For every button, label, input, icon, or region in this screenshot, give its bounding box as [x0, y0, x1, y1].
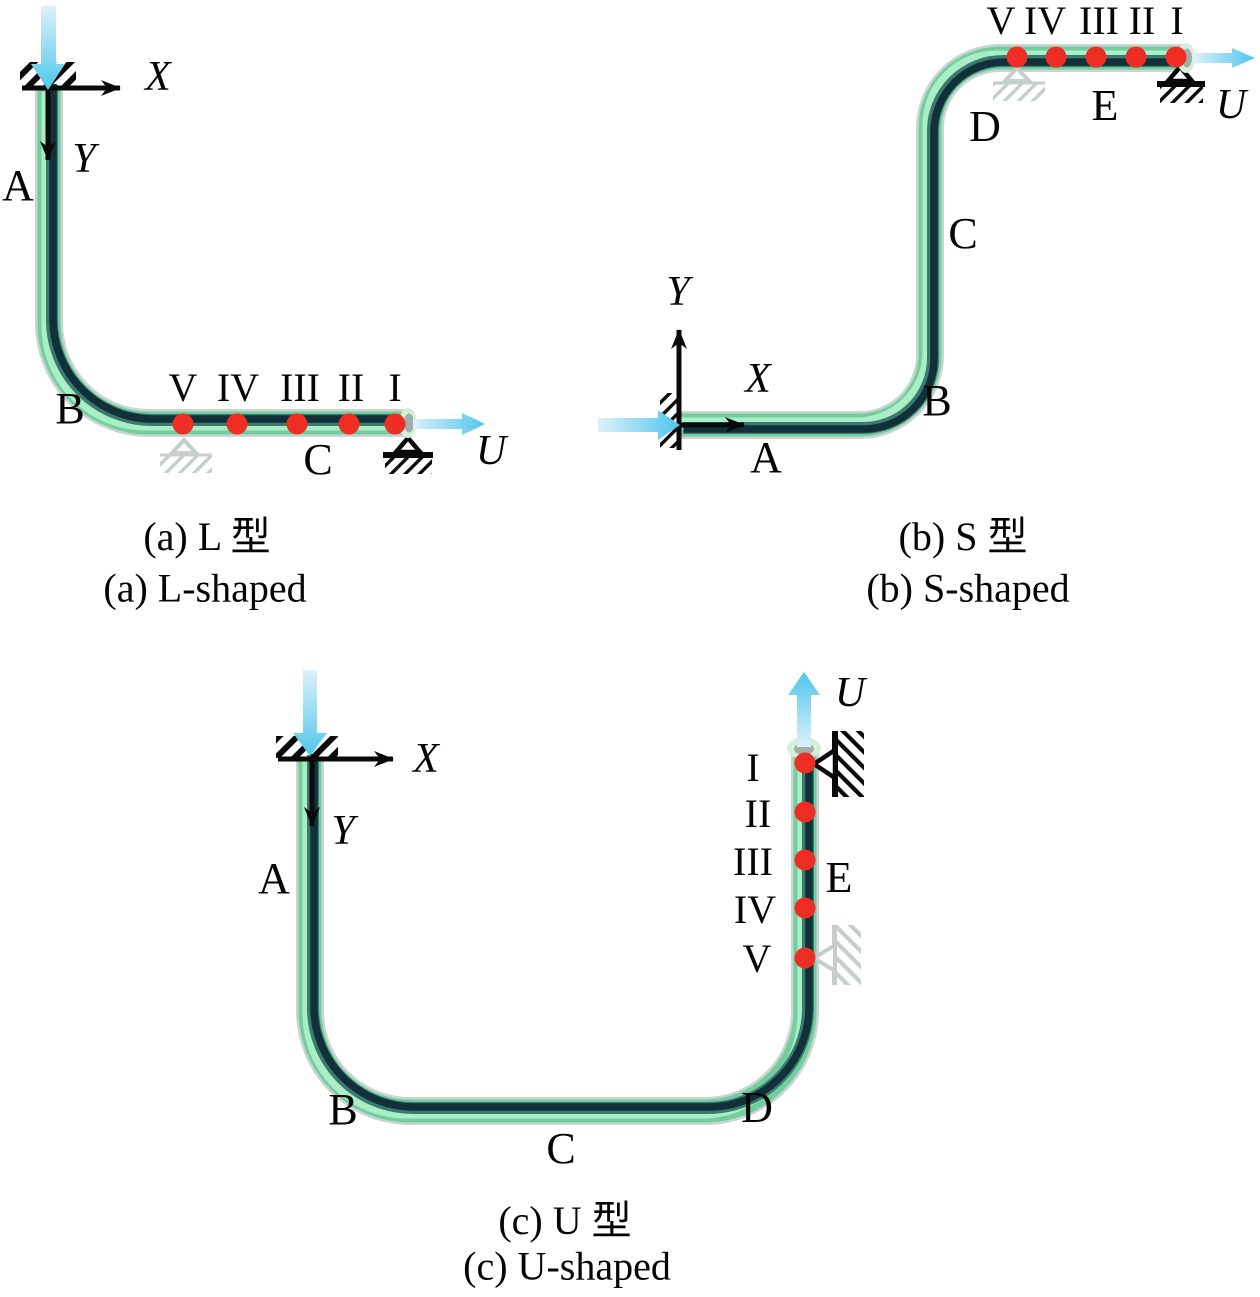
panel-b-point-label-II: II: [1129, 0, 1156, 43]
panel-c-axis-y-label: Y: [331, 808, 359, 854]
panel-c-flow-label: U: [835, 670, 868, 716]
pipe-highlight: [676, 50, 1183, 426]
panel-b-pin-support-black: [1157, 63, 1205, 103]
measurement-dot: [1165, 46, 1187, 68]
panel-c-segment-label-C: C: [546, 1124, 575, 1173]
measurement-dot: [226, 413, 248, 435]
panel-b-flow-in-arrow: [598, 410, 680, 440]
measurement-dot: [794, 897, 816, 919]
panel-c-measurement-dots: [794, 752, 816, 969]
panel-a-segment-label-A: A: [2, 161, 34, 210]
panel-c-point-label-I: I: [746, 745, 759, 790]
measurement-dot: [338, 413, 360, 435]
panel-a-axis-y-label: Y: [72, 136, 100, 182]
pipe-core: [49, 84, 411, 423]
panel-b-point-label-IV: IV: [1024, 0, 1066, 43]
pipe-highlight: [302, 751, 806, 1119]
panel-a-flow-in-arrow: [31, 6, 65, 90]
panel-c-segment-label-B: B: [328, 1085, 357, 1134]
panel-c-axis-x-label: X: [411, 736, 441, 782]
panel-c-point-label-II: II: [745, 791, 772, 836]
panel-b-point-label-III: III: [1079, 0, 1119, 43]
panel-b-point-label-I: I: [1170, 0, 1183, 43]
panel-c-segment-label-D: D: [741, 1083, 773, 1132]
panel-c-flow-in-arrow: [293, 670, 327, 756]
panel-a-point-label-IV: IV: [217, 365, 259, 410]
panel-b-measurement-dots: [1006, 46, 1187, 68]
panel-b-axis-y-label: Y: [666, 269, 694, 315]
panel-c-caption-zh: (c) U 型: [498, 1198, 632, 1243]
measurement-dot: [1045, 46, 1067, 68]
panel-b-caption-zh: (b) S 型: [898, 514, 1028, 559]
measurement-dot: [1125, 46, 1147, 68]
panel-b-segment-label-A: A: [750, 433, 782, 482]
panel-b-axes: [671, 329, 745, 450]
pipe-rim: [296, 748, 819, 1125]
panel-a-point-label-V: V: [169, 365, 198, 410]
panel-b-flow-out-arrow: [1193, 48, 1255, 68]
panel-b-segment-label-C: C: [948, 209, 977, 258]
panel-a-diagram: X Y A B C V IV III II I U: [2, 6, 509, 484]
panel-a-caption-en: (a) L-shaped: [103, 565, 307, 611]
panel-c-roller-support-gray: [810, 925, 861, 985]
measurement-dot: [1085, 46, 1107, 68]
panel-b-axis-x-label: X: [743, 356, 773, 402]
panel-a-flow-out-arrow: [413, 413, 485, 435]
measurement-dot: [794, 752, 816, 774]
panel-a-axis-x-label: X: [143, 54, 173, 100]
panel-c-point-label-V: V: [743, 936, 772, 981]
panel-b-caption-en: (b) S-shaped: [866, 565, 1070, 611]
measurement-dot: [286, 413, 308, 435]
panel-c-flow-out-arrow: [788, 672, 820, 747]
panel-c-pin-support-black: [809, 731, 864, 797]
panel-c-segment-label-A: A: [258, 854, 290, 903]
panel-b-pipe: [676, 44, 1190, 439]
panel-b-flow-label: U: [1216, 82, 1249, 128]
panel-a-segment-label-C: C: [303, 435, 332, 484]
panel-c-point-label-III: III: [733, 839, 773, 884]
panel-b-point-label-V: V: [987, 0, 1016, 43]
panel-c-axes: [278, 751, 394, 827]
panel-c-segment-label-E: E: [826, 853, 853, 902]
panel-a-roller-support-gray: [160, 437, 212, 473]
panel-a-pipe: [35, 84, 411, 437]
panel-a-point-label-III: III: [280, 365, 320, 410]
panel-b-diagram: Y X A B C D E V IV III II I U: [598, 0, 1255, 482]
pipe-body: [298, 748, 817, 1123]
panel-b-roller-support-gray: [993, 65, 1045, 101]
panel-c-diagram: X Y A B C D E I II III IV V U: [258, 670, 868, 1173]
panel-a-outlet-ring: [399, 408, 417, 438]
panel-c-caption-en: (c) U-shaped: [463, 1243, 671, 1289]
pipe-core: [684, 58, 1190, 433]
panel-b-segment-label-D: D: [969, 102, 1001, 151]
panel-a-axes: [22, 80, 121, 161]
panel-b-segment-label-E: E: [1092, 81, 1119, 130]
panel-b-segment-label-B: B: [922, 376, 951, 425]
panel-a-point-label-II: II: [338, 365, 365, 410]
measurement-dot: [1006, 46, 1028, 68]
panel-a-flow-label: U: [476, 428, 509, 474]
panel-a-point-label-I: I: [388, 365, 401, 410]
measurement-dot: [794, 947, 816, 969]
measurement-dot: [794, 801, 816, 823]
panel-c-pipe: [296, 744, 819, 1125]
panel-a-measurement-dots: [172, 413, 406, 435]
measurement-dot: [794, 849, 816, 871]
measurement-dot: [384, 413, 406, 435]
panel-c-point-label-IV: IV: [734, 887, 776, 932]
panel-a-segment-label-B: B: [55, 384, 84, 433]
panel-a-pin-support-black: [383, 434, 433, 474]
measurement-dot: [172, 413, 194, 435]
pipe-core: [310, 744, 813, 1111]
panel-a-caption-zh: (a) L 型: [143, 514, 271, 559]
pipe-highlight: [41, 91, 404, 431]
